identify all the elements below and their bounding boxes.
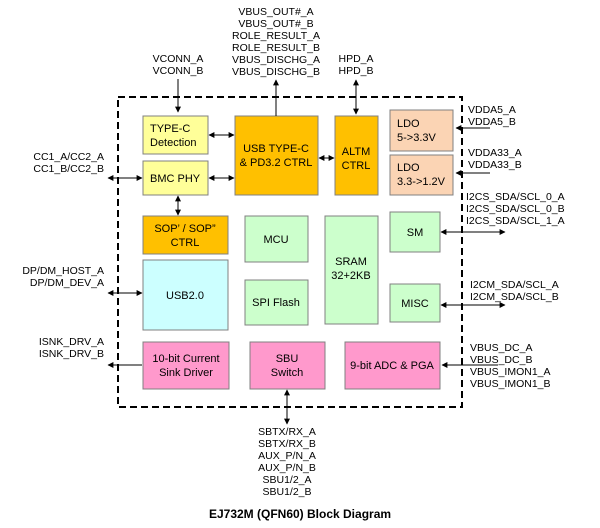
block-text: Sink Driver: [159, 367, 213, 379]
block-text: BMC PHY: [150, 173, 201, 185]
signal-label: DP/DM_HOST_A: [22, 265, 104, 277]
block-adc-pga: 9-bit ADC & PGA: [344, 341, 441, 390]
labels-i2cm: I2CM_SDA/SCL_A I2CM_SDA/SCL_B: [470, 279, 559, 303]
signal-label: AUX_P/N_B: [258, 462, 316, 474]
block-text: USB2.0: [166, 290, 204, 302]
block-text: TYPE-C: [150, 123, 190, 135]
signal-label: HPD_B: [338, 65, 373, 77]
block-text: 9-bit ADC & PGA: [350, 360, 434, 372]
block-text: LDO: [397, 162, 420, 174]
block-sm: SM: [389, 211, 441, 253]
signal-label: HPD_A: [338, 53, 373, 65]
signal-label: SBU1/2_B: [262, 486, 311, 498]
signal-label: ISNK_DRV_B: [39, 348, 104, 360]
signal-label: VBUS_DISCHG_A: [232, 54, 320, 66]
block-bmc-phy: BMC PHY: [142, 160, 209, 196]
labels-i2cs: I2CS_SDA/SCL_0_A I2CS_SDA/SCL_0_B I2CS_S…: [466, 191, 565, 227]
signal-label: ROLE_RESULT_A: [232, 30, 320, 42]
block-sink-driver: 10-bit Current Sink Driver: [142, 341, 230, 390]
block-text: Switch: [271, 367, 303, 379]
block-text: 5->3.3V: [397, 132, 436, 144]
signal-label: VBUS_OUT#_A: [238, 6, 313, 18]
labels-bottom: SBTX/RX_A SBTX/RX_B AUX_P/N_A AUX_P/N_B …: [258, 426, 316, 498]
signal-label: AUX_P/N_A: [258, 450, 316, 462]
labels-top-vbus: VBUS_OUT#_A VBUS_OUT#_B ROLE_RESULT_A RO…: [232, 6, 320, 78]
signal-label: ROLE_RESULT_B: [232, 42, 320, 54]
block-text: SOP’ / SOP”: [154, 223, 216, 235]
signal-label: VBUS_DC_B: [470, 354, 532, 366]
block-sram: SRAM 32+2KB: [324, 215, 379, 325]
signal-label: VDDA33_B: [468, 159, 522, 171]
block-text: MCU: [263, 234, 288, 246]
block-text: SM: [407, 227, 424, 239]
signal-label: VBUS_OUT#_B: [238, 18, 313, 30]
block-sop-ctrl: SOP’ / SOP” CTRL: [142, 215, 229, 255]
block-usb20: USB2.0: [142, 259, 229, 331]
block-text: ALTM: [342, 146, 371, 158]
labels-hpd: HPD_A HPD_B: [338, 53, 373, 77]
signal-label: VDDA5_B: [468, 116, 516, 128]
labels-isnk: ISNK_DRV_A ISNK_DRV_B: [39, 336, 104, 360]
block-text: 3.3->1.2V: [397, 176, 446, 188]
signal-label: CC1_B/CC2_B: [33, 163, 104, 175]
signal-label: DP/DM_DEV_A: [30, 277, 104, 289]
block-altm-ctrl: ALTM CTRL: [334, 115, 379, 196]
block-text: MISC: [401, 298, 429, 310]
block-text: & PD3.2 CTRL: [240, 157, 313, 169]
block-text: 10-bit Current: [152, 353, 219, 365]
signal-label: VCONN_A: [153, 53, 204, 65]
signal-label: VBUS_IMON1_A: [470, 366, 551, 378]
labels-dpdm: DP/DM_HOST_A DP/DM_DEV_A: [22, 265, 104, 289]
block-sbu-switch: SBU Switch: [249, 341, 326, 390]
block-spi-flash: SPI Flash: [244, 279, 309, 326]
signal-label: ISNK_DRV_A: [39, 336, 104, 348]
connections: [107, 79, 506, 425]
block-text: USB TYPE-C: [243, 143, 309, 155]
block-text: 32+2KB: [331, 270, 370, 282]
block-text: SRAM: [335, 256, 367, 268]
labels-vdda33: VDDA33_A VDDA33_B: [468, 147, 522, 171]
block-text: SBU: [276, 353, 299, 365]
signal-label: I2CS_SDA/SCL_1_A: [466, 215, 565, 227]
labels-vdda5: VDDA5_A VDDA5_B: [468, 104, 516, 128]
block-usb-typec-ctrl: USB TYPE-C & PD3.2 CTRL: [234, 115, 319, 196]
signal-label: VBUS_DC_A: [470, 342, 532, 354]
block-misc: MISC: [389, 283, 441, 323]
signal-label: I2CM_SDA/SCL_A: [470, 279, 559, 291]
block-ldo-5v: LDO 5->3.3V: [389, 109, 454, 152]
signal-label: SBU1/2_A: [262, 474, 311, 486]
block-text: CTRL: [171, 237, 200, 249]
signal-label: CC1_A/CC2_A: [33, 151, 104, 163]
signal-label: I2CS_SDA/SCL_0_B: [466, 203, 565, 215]
signal-label: SBTX/RX_A: [258, 426, 316, 438]
labels-cc: CC1_A/CC2_A CC1_B/CC2_B: [33, 151, 104, 175]
signal-label: I2CS_SDA/SCL_0_A: [466, 191, 565, 203]
chip-boundary: [117, 96, 463, 408]
block-text: LDO: [397, 118, 420, 130]
block-typec-detection: TYPE-C Detection: [142, 115, 209, 155]
labels-vbus-adc: VBUS_DC_A VBUS_DC_B VBUS_IMON1_A VBUS_IM…: [470, 342, 551, 390]
signal-label: VBUS_DISCHG_B: [232, 66, 320, 78]
diagram-caption: EJ732M (QFN60) Block Diagram: [209, 507, 391, 521]
signal-label: VDDA5_A: [468, 104, 516, 116]
signal-label: VBUS_IMON1_B: [470, 378, 551, 390]
block-text: CTRL: [342, 160, 371, 172]
signal-label: SBTX/RX_B: [258, 438, 316, 450]
block-text: SPI Flash: [252, 297, 300, 309]
block-ldo-3v3: LDO 3.3->1.2V: [389, 154, 454, 196]
signal-label: I2CM_SDA/SCL_B: [470, 291, 559, 303]
block-mcu: MCU: [244, 215, 309, 263]
block-text: Detection: [150, 137, 196, 149]
labels-vconn: VCONN_A VCONN_B: [153, 53, 204, 77]
signal-label: VCONN_B: [153, 65, 204, 77]
signal-label: VDDA33_A: [468, 147, 522, 159]
